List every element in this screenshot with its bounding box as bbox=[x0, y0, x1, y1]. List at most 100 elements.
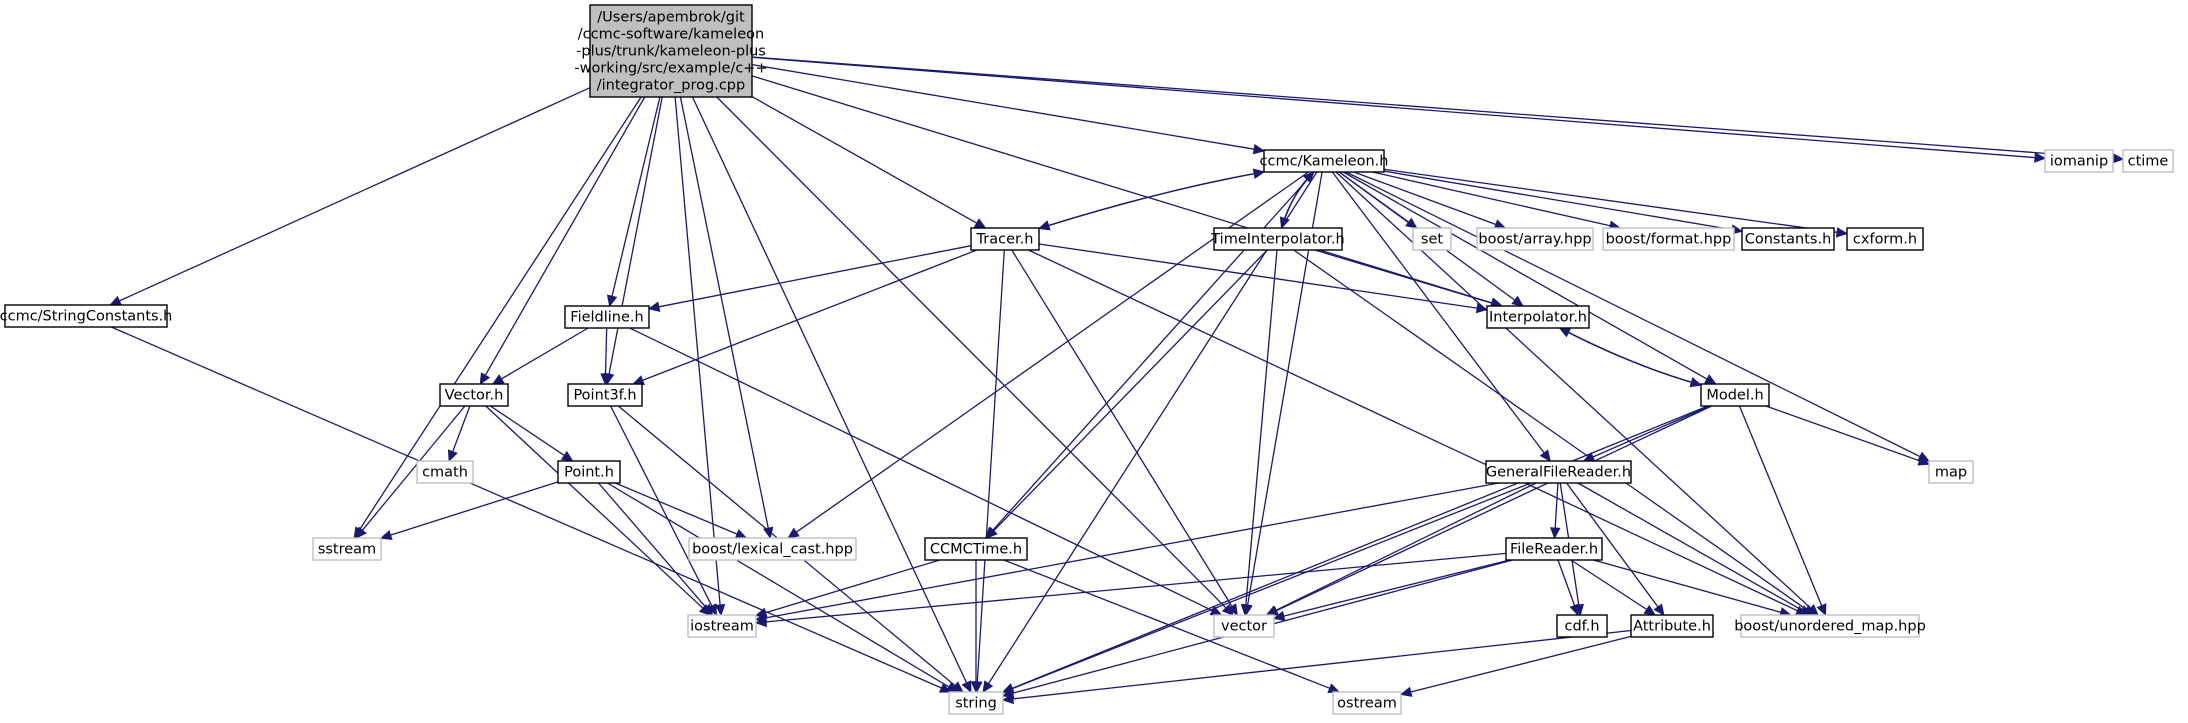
edge-fieldline-to-vectorh bbox=[501, 327, 589, 380]
edge-vectorh-to-sstream bbox=[361, 405, 466, 531]
node-set: set bbox=[1412, 227, 1452, 251]
arrowhead-attribute-to-string bbox=[1001, 693, 1014, 705]
node-label-iostream: iostream bbox=[690, 619, 754, 635]
node-box-timeinterp bbox=[1213, 227, 1343, 251]
node-modelh[interactable]: Model.h bbox=[1700, 383, 1770, 407]
node-constants[interactable]: Constants.h bbox=[1741, 227, 1835, 251]
arrowhead-stringconstants-to-string bbox=[938, 682, 952, 693]
edge-modelh-to-unorderedmap bbox=[1738, 405, 1823, 607]
node-map: map bbox=[1928, 460, 1974, 484]
edge-root-to-fieldline bbox=[611, 96, 661, 297]
edge-ccmctime-to-ostream bbox=[1003, 559, 1331, 689]
edge-root-to-tracer bbox=[751, 96, 978, 224]
arrowhead-timeinterp-to-vector bbox=[1240, 604, 1252, 617]
edge-tracer-to-interpolator bbox=[1038, 243, 1478, 309]
edge-root-to-stringconstants bbox=[119, 87, 591, 302]
node-label-vectorh: Vector.h bbox=[445, 388, 504, 404]
node-fieldline[interactable]: Fieldline.h bbox=[564, 305, 650, 329]
node-label-cxform: cxform.h bbox=[1853, 232, 1917, 248]
node-box-iomanip bbox=[2044, 149, 2114, 173]
node-cdf[interactable]: cdf.h bbox=[1556, 614, 1608, 638]
arrowhead-root-to-iomanip bbox=[2034, 152, 2047, 163]
node-ccmctime[interactable]: CCMCTime.h bbox=[924, 537, 1028, 561]
arrowhead-vectorh-to-cmath bbox=[447, 449, 458, 463]
edge-pointh-to-iostream bbox=[598, 482, 707, 608]
node-box-string bbox=[948, 691, 1004, 715]
node-box-map bbox=[1928, 460, 1974, 484]
edge-pointh-to-string bbox=[607, 482, 950, 688]
edge-generalfr-to-unorderedmap bbox=[1577, 482, 1803, 611]
node-kameleon[interactable]: ccmc/Kameleon.h bbox=[1260, 149, 1389, 173]
edge-fieldline-to-vector bbox=[629, 327, 1213, 612]
arrowhead-kameleon-to-cxform bbox=[1835, 227, 1849, 238]
node-cxform[interactable]: cxform.h bbox=[1846, 227, 1924, 251]
node-label-boostarray: boost/array.hpp bbox=[1478, 232, 1591, 248]
edge-timeinterp-to-unorderedmap bbox=[1293, 249, 1807, 610]
arrowhead-filereader-to-iostream bbox=[754, 616, 767, 628]
node-box-modelh bbox=[1700, 383, 1770, 407]
node-point3f[interactable]: Point3f.h bbox=[567, 383, 643, 407]
node-pointh[interactable]: Point.h bbox=[557, 460, 621, 484]
edge-modelh-to-interpolator bbox=[1568, 331, 1702, 386]
edge-root-to-interpolator bbox=[751, 75, 1493, 304]
node-tracer[interactable]: Tracer.h bbox=[970, 227, 1040, 251]
node-label-modelh: Model.h bbox=[1706, 388, 1763, 404]
edge-root-to-kameleon bbox=[751, 63, 1255, 150]
arrowhead-kameleon-to-modelh bbox=[1703, 374, 1717, 385]
node-boostformat: boost/format.hpp bbox=[1602, 227, 1735, 251]
node-box-generalfr bbox=[1485, 460, 1632, 484]
arrowhead-filereader-to-cdf bbox=[1569, 603, 1580, 617]
edge-kameleon-to-generalfr bbox=[1331, 171, 1545, 454]
node-root[interactable]: /Users/apembrok/git/ccmc-software/kamele… bbox=[574, 4, 768, 98]
arrowhead-vectorh-to-pointh bbox=[560, 450, 574, 462]
arrowhead-tracer-to-interpolator bbox=[1475, 302, 1489, 314]
node-attribute[interactable]: Attribute.h bbox=[1630, 614, 1714, 638]
arrowhead-root-to-kameleon bbox=[1252, 143, 1266, 155]
node-vector: vector bbox=[1213, 614, 1275, 638]
edge-root-to-string bbox=[691, 96, 968, 684]
node-label-ccmctime: CCMCTime.h bbox=[930, 542, 1022, 558]
node-box-ctime bbox=[2122, 149, 2174, 173]
node-label-kameleon: ccmc/Kameleon.h bbox=[1260, 154, 1389, 170]
edge-root-to-lexical bbox=[679, 96, 769, 529]
node-box-filereader bbox=[1505, 537, 1603, 561]
arrowhead-generalfr-to-vector bbox=[1265, 605, 1279, 616]
arrowhead-root-to-tracer bbox=[973, 218, 987, 229]
node-vectorh[interactable]: Vector.h bbox=[439, 383, 509, 407]
node-stringconstants[interactable]: ccmc/StringConstants.h bbox=[0, 304, 172, 328]
arrowhead-root-to-ctime bbox=[2112, 153, 2125, 164]
node-generalfr[interactable]: GeneralFileReader.h bbox=[1485, 460, 1632, 484]
edge-timeinterp-to-vector bbox=[1245, 249, 1278, 606]
node-timeinterp[interactable]: TimeInterpolator.h bbox=[1210, 227, 1345, 251]
node-box-tracer bbox=[970, 227, 1040, 251]
node-box-cdf bbox=[1556, 614, 1608, 638]
arrowhead-ccmctime-to-string bbox=[970, 681, 982, 694]
arrowhead-attribute-to-ostream bbox=[1399, 686, 1413, 697]
node-label-string: string bbox=[955, 696, 997, 712]
edge-tracer-to-string bbox=[976, 249, 1005, 683]
node-label-cdf: cdf.h bbox=[1564, 619, 1599, 635]
node-label-map: map bbox=[1935, 465, 1967, 481]
node-label-fieldline: Fieldline.h bbox=[570, 310, 643, 326]
arrowhead-pointh-to-lexical bbox=[734, 529, 748, 539]
edge-stringconstants-to-string bbox=[111, 326, 942, 689]
edge-point3f-to-iostream bbox=[610, 405, 713, 607]
node-filereader[interactable]: FileReader.h bbox=[1505, 537, 1603, 561]
arrowhead-kameleon-to-lexical bbox=[787, 527, 800, 539]
node-boostarray: boost/array.hpp bbox=[1476, 227, 1594, 251]
edge-timeinterp-to-kameleon bbox=[1280, 178, 1308, 229]
arrowhead-generalfr-to-filereader bbox=[1549, 527, 1561, 540]
arrowhead-ccmctime-to-ostream bbox=[1327, 683, 1341, 694]
arrowhead-modelh-to-unorderedmap bbox=[1816, 603, 1827, 617]
node-box-iostream bbox=[687, 614, 757, 638]
arrowhead-pointh-to-iostream bbox=[701, 603, 714, 616]
node-box-constants bbox=[1741, 227, 1835, 251]
edge-attribute-to-ostream bbox=[1410, 635, 1632, 693]
node-interpolator[interactable]: Interpolator.h bbox=[1486, 305, 1590, 329]
arrowhead-kameleon-to-set bbox=[1405, 217, 1418, 229]
node-box-attribute bbox=[1630, 614, 1714, 638]
edge-generalfr-to-attribute bbox=[1566, 482, 1659, 608]
edge-ccmctime-to-iostream bbox=[765, 559, 940, 614]
edge-vectorh-to-pointh bbox=[490, 405, 565, 456]
edge-vectorh-to-iostream bbox=[485, 405, 704, 609]
